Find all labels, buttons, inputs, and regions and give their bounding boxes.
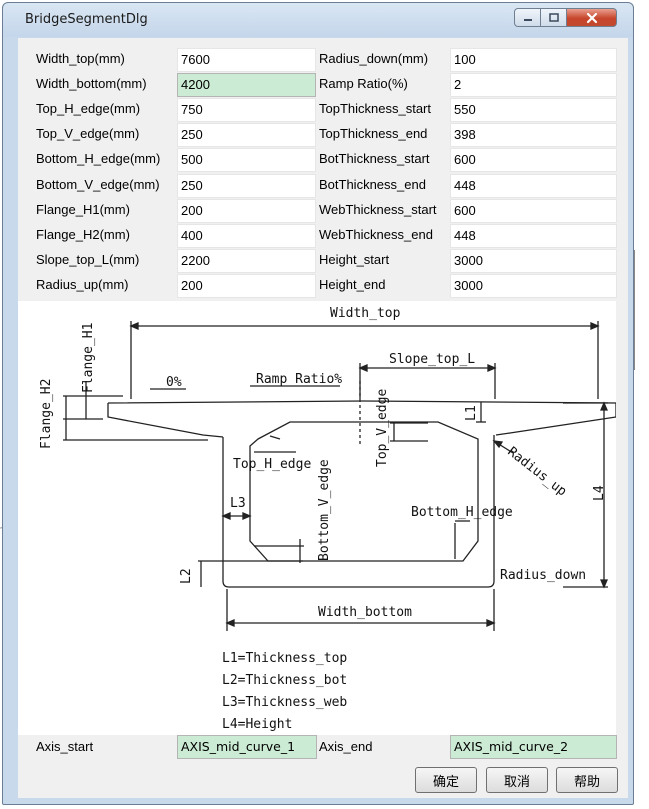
label-flange-h2: Flange_H2(mm) — [36, 227, 130, 242]
cross-section-diagram: Width_top Slope_top_L 0% Ramp Ratio% Fla… — [18, 301, 616, 735]
label-diagram-width-bottom: Width_bottom — [318, 605, 412, 620]
label-diagram-zero-pct: 0% — [166, 375, 182, 390]
input-ramp-ratio[interactable]: 2 — [450, 73, 617, 97]
label-flange-h1: Flange_H1(mm) — [36, 202, 130, 217]
label-top-thickness-start: TopThickness_start — [319, 101, 431, 116]
input-axis-start[interactable]: AXIS_mid_curve_1 — [177, 735, 317, 759]
legend-line-2: L2=Thickness_bot — [222, 673, 347, 688]
input-flange-h2[interactable]: 400 — [177, 224, 316, 248]
label-bot-thickness-end: BotThickness_end — [319, 177, 426, 192]
label-bot-thickness-start: BotThickness_start — [319, 151, 430, 166]
legend-line-1: L1=Thickness_top — [222, 651, 347, 666]
title-bar[interactable]: BridgeSegmentDlg — [3, 3, 633, 37]
label-height-end: Height_end — [319, 277, 386, 292]
input-web-thickness-end[interactable]: 448 — [450, 224, 617, 248]
label-diagram-bottom-v-edge: Bottom_V_edge — [317, 459, 332, 561]
legend-line-4: L4=Height — [222, 717, 292, 732]
label-diagram-ramp-ratio: Ramp Ratio% — [256, 372, 342, 387]
label-web-thickness-start: WebThickness_start — [319, 202, 437, 217]
cross-section-svg: Width_top Slope_top_L 0% Ramp Ratio% Fla… — [39, 306, 616, 732]
label-diagram-l2: L2 — [179, 568, 194, 584]
label-height-start: Height_start — [319, 252, 390, 267]
label-diagram-l3: L3 — [230, 496, 246, 511]
label-width-top: Width_top(mm) — [36, 51, 125, 66]
input-height-end[interactable]: 3000 — [450, 274, 617, 298]
input-top-thickness-start[interactable]: 550 — [450, 98, 617, 122]
help-button[interactable]: 帮助 — [556, 767, 618, 793]
label-diagram-l4: L4 — [592, 485, 607, 501]
label-bottom-h-edge: Bottom_H_edge(mm) — [36, 151, 161, 166]
label-diagram-radius-up: Radius_up — [505, 444, 570, 499]
cancel-button[interactable]: 取消 — [486, 767, 548, 793]
label-bottom-v-edge: Bottom_V_edge(mm) — [36, 177, 160, 192]
minimize-button[interactable] — [514, 8, 541, 27]
input-width-bottom[interactable]: 4200 — [177, 73, 316, 97]
input-bottom-v-edge[interactable]: 250 — [177, 174, 316, 198]
label-top-v-edge: Top_V_edge(mm) — [36, 126, 140, 141]
input-flange-h1[interactable]: 200 — [177, 199, 316, 223]
label-ramp-ratio: Ramp Ratio(%) — [319, 76, 408, 91]
input-radius-up[interactable]: 200 — [177, 274, 316, 298]
close-button[interactable] — [567, 8, 617, 27]
label-diagram-width-top: Width_top — [330, 306, 401, 321]
label-diagram-l1: L1 — [464, 405, 479, 421]
input-width-top[interactable]: 7600 — [177, 48, 316, 72]
close-icon — [586, 12, 597, 23]
label-radius-up: Radius_up(mm) — [36, 277, 129, 292]
input-top-thickness-end[interactable]: 398 — [450, 123, 617, 147]
input-height-start[interactable]: 3000 — [450, 249, 617, 273]
label-axis-end: Axis_end — [319, 739, 373, 754]
label-diagram-radius-down: Radius_down — [500, 568, 586, 583]
input-bot-thickness-start[interactable]: 600 — [450, 148, 617, 172]
label-diagram-flange-h1: Flange_H1 — [81, 323, 96, 393]
input-axis-end[interactable]: AXIS_mid_curve_2 — [450, 735, 617, 759]
input-radius-down[interactable]: 100 — [450, 48, 617, 72]
input-bottom-h-edge[interactable]: 500 — [177, 148, 316, 172]
label-top-thickness-end: TopThickness_end — [319, 126, 428, 141]
input-slope-top-l[interactable]: 2200 — [177, 249, 316, 273]
legend-line-3: L3=Thickness_web — [222, 695, 347, 710]
label-diagram-flange-h2: Flange_H2 — [39, 379, 54, 449]
minimize-icon — [523, 18, 532, 21]
ok-button[interactable]: 确定 — [415, 767, 477, 793]
label-diagram-slope-top-l: Slope_top_L — [389, 352, 475, 367]
maximize-button[interactable] — [541, 8, 567, 27]
maximize-icon — [548, 12, 559, 22]
label-diagram-top-h-edge: Top_H_edge — [233, 457, 311, 472]
input-web-thickness-start[interactable]: 600 — [450, 199, 617, 223]
label-slope-top-l: Slope_top_L(mm) — [36, 252, 140, 267]
label-diagram-top-v-edge: Top_V_edge — [375, 389, 390, 467]
input-top-h-edge[interactable]: 750 — [177, 98, 316, 122]
label-top-h-edge: Top_H_edge(mm) — [36, 101, 141, 116]
label-axis-start: Axis_start — [36, 739, 94, 754]
input-top-v-edge[interactable]: 250 — [177, 123, 316, 147]
input-bot-thickness-end[interactable]: 448 — [450, 174, 617, 198]
label-radius-down: Radius_down(mm) — [319, 51, 429, 66]
background-sketch-line — [634, 250, 635, 370]
label-width-bottom: Width_bottom(mm) — [36, 76, 147, 91]
label-web-thickness-end: WebThickness_end — [319, 227, 433, 242]
label-diagram-bottom-h-edge: Bottom_H_edge — [411, 505, 513, 520]
window-title: BridgeSegmentDlg — [25, 12, 148, 27]
